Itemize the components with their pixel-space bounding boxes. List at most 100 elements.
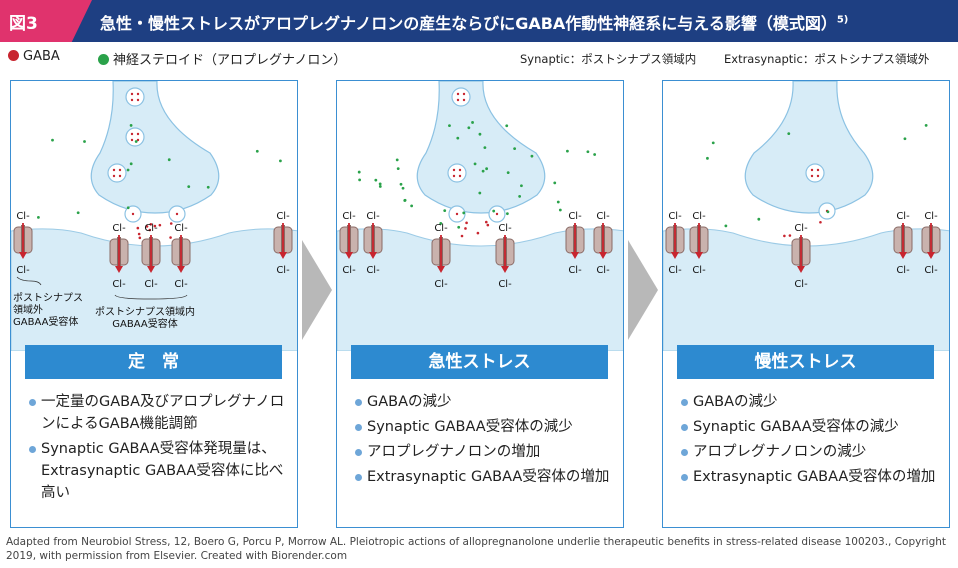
bullet-item: Extrasynaptic GABAA受容体の増加 [681,466,943,488]
chloride-label: Cl- [596,265,610,276]
neurosteroid-molecule [724,224,728,228]
chloride-label: Cl- [568,265,582,276]
chloride-label: Cl- [498,279,512,290]
chloride-label: Cl- [568,211,582,222]
gaba-molecule [158,223,162,227]
arrow-head-icon [571,252,579,259]
chloride-label: Cl- [276,265,290,276]
neurosteroid-molecule [558,208,562,212]
figure-title: 急性・慢性ストレスがアロプレグナノロンの産生ならびにGABA作動性神経系に与える… [100,10,848,34]
gaba-molecule [783,234,786,238]
chloride-label: Cl- [668,211,682,222]
neurosteroid-molecule [399,182,403,186]
gaba-molecule [810,174,814,178]
neurosteroid-molecule [467,126,471,130]
gaba-molecule [138,236,142,240]
chloride-label: Cl- [668,265,682,276]
chloride-label: Cl- [692,211,706,222]
credit-text: Adapted from Neurobiol Stress, 12, Boero… [6,536,947,562]
chloride-label: Cl- [366,211,380,222]
arrow-head-icon [927,252,935,259]
neurosteroid-molecule [279,159,282,163]
neurosteroid-molecule [457,225,461,229]
legend-gaba-label: GABA [23,49,60,64]
neurosteroid-molecule [505,124,509,128]
chloride-label: Cl- [174,223,188,234]
neurosteroid-molecule [711,141,715,145]
neurosteroid-molecule [255,149,259,153]
arrow-head-icon [899,252,907,259]
arrow-head-icon [437,266,445,273]
chloride-label: Cl- [434,223,448,234]
neurosteroid-molecule [448,124,451,128]
neurosteroid-molecule [403,199,407,202]
bullet-item: 一定量のGABA及びアロプレグナノロンによるGABA機能調節 [29,391,291,435]
bullet-item: Synaptic GABAA受容体の減少 [681,416,943,438]
chloride-label: Cl- [16,211,30,222]
neurosteroid-molecule [757,217,761,221]
chloride-label: Cl- [794,223,808,234]
neurosteroid-molecule [478,191,482,195]
gaba-molecule [816,174,820,178]
neurosteroid-molecule [358,178,362,182]
panel-normal: Cl-Cl-Cl-Cl-Cl-Cl-Cl-Cl-Cl-Cl- ポストシナプス領域… [10,80,298,528]
neurosteroid-molecule [129,124,133,127]
panel-acute-stress: Cl-Cl-Cl-Cl-Cl-Cl-Cl-Cl-Cl-Cl-Cl-Cl- 急性ス… [336,80,624,528]
neurosteroid-molecule [593,153,597,156]
chloride-label: Cl- [924,265,938,276]
neurosteroid-molecule [826,210,830,214]
gaba-molecule [153,224,157,228]
chloride-label: Cl- [342,211,356,222]
gaba-molecule [810,168,814,172]
synaptic-vesicle [447,163,467,183]
gaba-molecule [495,212,499,216]
chloride-label: Cl- [924,211,938,222]
arrow-head-icon [599,252,607,259]
synaptic-vesicle [125,87,145,107]
neurosteroid-molecule [481,169,485,173]
neurosteroid-molecule [478,132,482,136]
gaba-molecule [136,92,140,96]
synaptic-vesicle [107,163,127,183]
neurosteroid-molecule [378,185,382,188]
neurosteroid-molecule [556,200,560,204]
gaba-molecule [484,220,488,224]
arrow-head-icon [695,252,703,259]
gaba-molecule [456,98,460,102]
arrow-head-icon [501,266,509,273]
chloride-label: Cl- [896,265,910,276]
gaba-molecule [816,168,820,172]
neurosteroid-molecule [76,211,80,215]
gaba-molecule [131,212,135,216]
bullet-item: Extrasynaptic GABAA受容体の増加 [355,466,617,488]
neurosteroid-molecule [51,138,54,142]
bullet-item: GABAの減少 [681,391,943,413]
chloride-label: Cl- [896,211,910,222]
arrow-head-icon [369,252,377,259]
gaba-dot-icon [8,50,19,61]
neurosteroid-molecule [129,162,133,166]
reference-mark: 5) [836,14,849,26]
chloride-label: Cl- [342,265,356,276]
bullet-item: GABAの減少 [355,391,617,413]
neurosteroid-molecule [485,167,489,171]
neurosteroid-molecule [530,154,534,158]
arrow-head-icon [115,266,123,273]
neurosteroid-molecule [187,185,191,189]
neurosteroid-molecule [357,170,361,174]
next-arrow-icon [302,240,332,344]
gaba-molecule [465,221,468,225]
neurosteroid-molecule [206,185,210,189]
gaba-molecule [819,220,822,224]
legend-gaba: GABA [8,49,60,64]
gaba-molecule [136,138,140,142]
chloride-label: Cl- [112,223,126,234]
gaba-molecule [136,132,140,136]
neurosteroid-molecule [518,195,522,198]
gaba-molecule [476,231,480,235]
gaba-molecule [136,226,140,230]
neurosteroid-molecule [462,211,466,215]
bullet-item: Synaptic GABAA受容体の減少 [355,416,617,438]
neurosteroid-molecule [378,182,382,186]
neurosteroid-molecule [924,123,928,127]
